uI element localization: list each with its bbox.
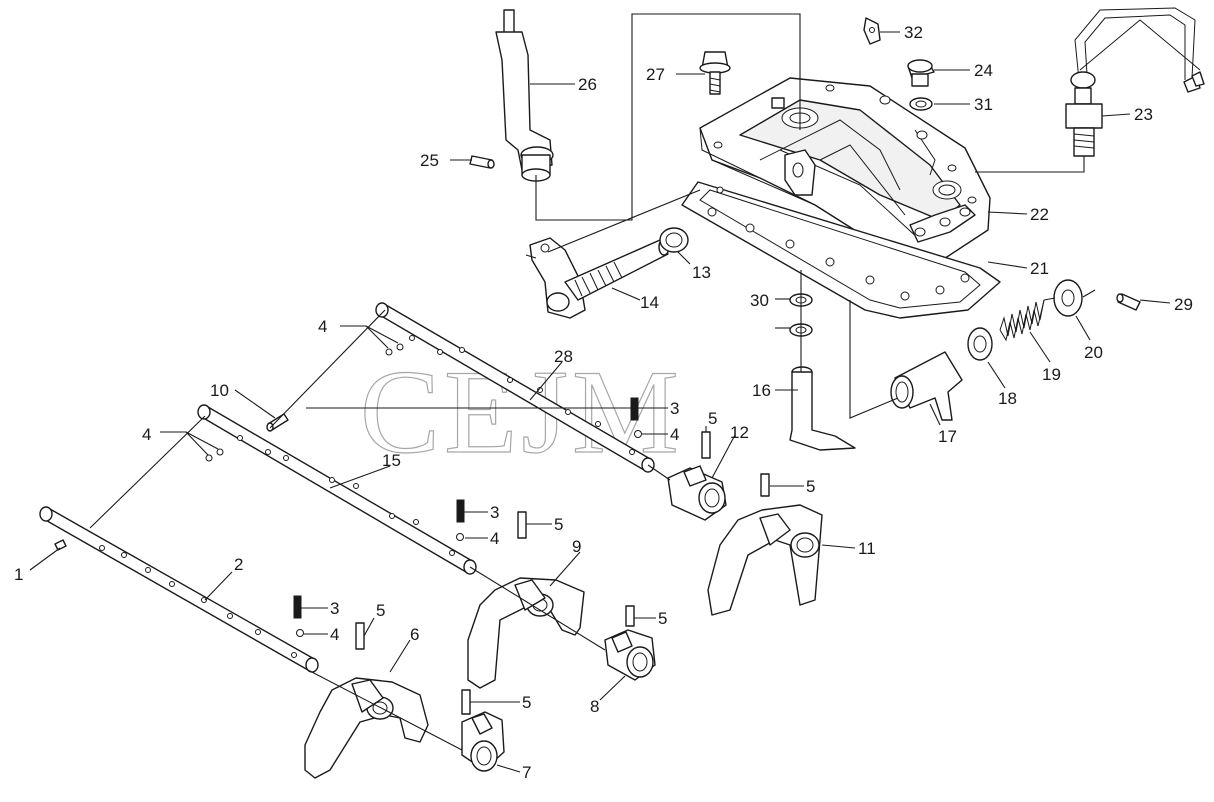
shift-block-8 <box>604 629 656 681</box>
roll-pin-9 <box>517 511 527 539</box>
callout-5-block-12: 5 <box>708 409 717 428</box>
shift-lever <box>495 9 554 182</box>
interlock-finger <box>789 366 856 451</box>
callout-5-fork-9: 5 <box>554 515 563 534</box>
detent-ball-middle <box>456 533 464 541</box>
callout-31: 31 <box>974 95 993 114</box>
callout-3-upper: 3 <box>670 399 679 418</box>
callout-12: 12 <box>730 423 749 442</box>
sealing-washer <box>909 97 933 111</box>
callout-17: 17 <box>938 427 957 446</box>
callout-30: 30 <box>750 291 769 310</box>
callout-19: 19 <box>1042 365 1061 384</box>
callout-27: 27 <box>646 65 665 84</box>
callout-10: 10 <box>210 381 229 400</box>
shift-fork-9 <box>467 577 585 689</box>
callout-4-middle: 4 <box>490 529 499 548</box>
return-spring <box>999 299 1045 342</box>
detent-ball-upper <box>634 430 642 438</box>
thrust-washer <box>967 327 993 361</box>
shift-shaft-with-arm <box>525 237 670 319</box>
spring-seat-washer <box>1053 279 1083 317</box>
roll-pin-7 <box>461 689 471 715</box>
callout-8: 8 <box>590 697 599 716</box>
callout-24: 24 <box>974 61 993 80</box>
callout-4-upper: 4 <box>670 425 679 444</box>
interlock-balls-lower <box>205 448 224 462</box>
shift-block-7 <box>461 711 505 772</box>
oil-seal <box>659 227 689 253</box>
callout-15: 15 <box>382 451 401 470</box>
detent-ball-lower <box>296 629 304 637</box>
callout-21: 21 <box>1030 259 1049 278</box>
selector-guide-sleeve <box>890 351 963 421</box>
roll-pin-6 <box>355 622 365 650</box>
callout-23: 23 <box>1134 105 1153 124</box>
callout-5-block-7: 5 <box>522 693 531 712</box>
shift-rail-15 <box>197 404 477 575</box>
shift-rail-2 <box>39 506 319 673</box>
interlock-balls-upper <box>385 343 404 356</box>
detent-spring-lower <box>293 595 302 619</box>
callout-3-lower: 3 <box>330 599 339 618</box>
callout-leaders <box>29 31 1171 773</box>
callout-5-fork-6: 5 <box>376 601 385 620</box>
callout-32: 32 <box>904 23 923 42</box>
callout-25: 25 <box>420 151 439 170</box>
detent-spring-upper <box>630 397 639 421</box>
callout-5-block-8: 5 <box>658 609 667 628</box>
callout-numbers: 1 2 3 3 3 4 4 4 4 4 5 5 5 5 5 5 6 7 8 9 … <box>14 23 1193 782</box>
callout-2: 2 <box>234 555 243 574</box>
callout-28: 28 <box>554 347 573 366</box>
roll-pin-11 <box>760 473 770 497</box>
detent-spring-middle <box>456 499 465 523</box>
callout-20: 20 <box>1084 343 1103 362</box>
callout-16: 16 <box>752 381 771 400</box>
assembly-lines <box>89 13 1096 751</box>
callout-29: 29 <box>1174 295 1193 314</box>
flange-bolt <box>699 51 731 95</box>
wire-clip <box>863 17 881 45</box>
rail-pin <box>54 539 67 551</box>
shift-block-12 <box>667 465 727 521</box>
roll-pin-8 <box>625 605 635 627</box>
callout-6: 6 <box>410 625 419 644</box>
callout-5-fork-11: 5 <box>806 477 815 496</box>
callout-4-left: 4 <box>142 425 151 444</box>
roll-pin-12 <box>701 431 711 459</box>
spring-pin <box>1116 293 1141 311</box>
lever-pin <box>469 155 495 169</box>
callout-9: 9 <box>572 537 581 556</box>
callout-1: 1 <box>14 565 23 584</box>
callout-7: 7 <box>522 763 531 782</box>
callout-11: 11 <box>858 539 876 558</box>
interlock-pin <box>266 413 289 432</box>
cover-gasket <box>681 181 1001 319</box>
shift-fork-11 <box>707 504 823 616</box>
callout-13: 13 <box>692 263 711 282</box>
callout-14: 14 <box>640 293 659 312</box>
callout-26: 26 <box>578 75 597 94</box>
filler-plug <box>907 59 935 87</box>
neutral-switch <box>1065 7 1205 157</box>
callout-4-top: 4 <box>318 317 327 336</box>
callout-18: 18 <box>998 389 1017 408</box>
callout-4-lower: 4 <box>330 625 339 644</box>
shift-rail-28 <box>375 302 655 473</box>
callout-3-middle: 3 <box>490 503 499 522</box>
callout-22: 22 <box>1030 205 1049 224</box>
shift-fork-6 <box>304 677 429 779</box>
